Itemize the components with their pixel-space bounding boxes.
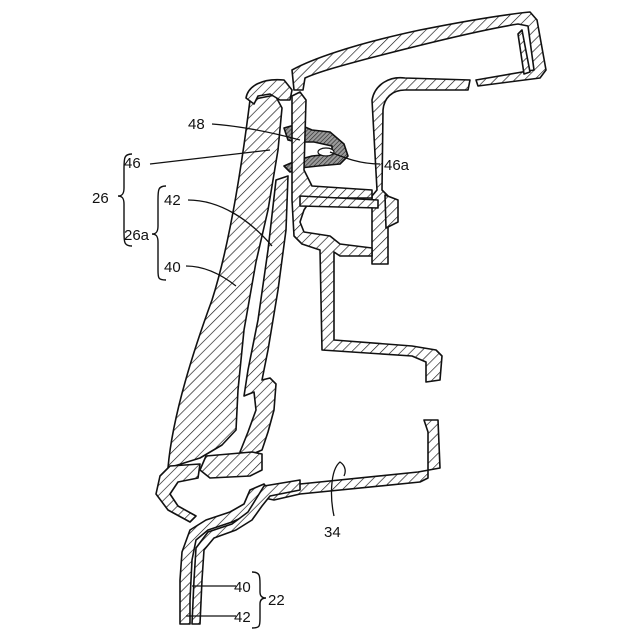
label-40-upper: 40 <box>164 259 181 276</box>
label-34: 34 <box>324 524 341 541</box>
lower-hook <box>156 464 200 522</box>
label-40-lower: 40 <box>234 579 251 596</box>
label-22: 22 <box>268 592 285 609</box>
label-26a: 26a <box>124 227 150 244</box>
rib-flange <box>385 195 398 228</box>
label-48: 48 <box>188 116 205 133</box>
lower-panel-bridge <box>200 452 262 478</box>
label-46: 46 <box>124 155 141 172</box>
label-46a: 46a <box>384 157 410 174</box>
label-42-upper: 42 <box>164 192 181 209</box>
brace-22 <box>252 572 266 628</box>
label-26: 26 <box>92 190 109 207</box>
roof-inner-lip <box>518 30 530 74</box>
label-42-lower: 42 <box>234 609 251 626</box>
